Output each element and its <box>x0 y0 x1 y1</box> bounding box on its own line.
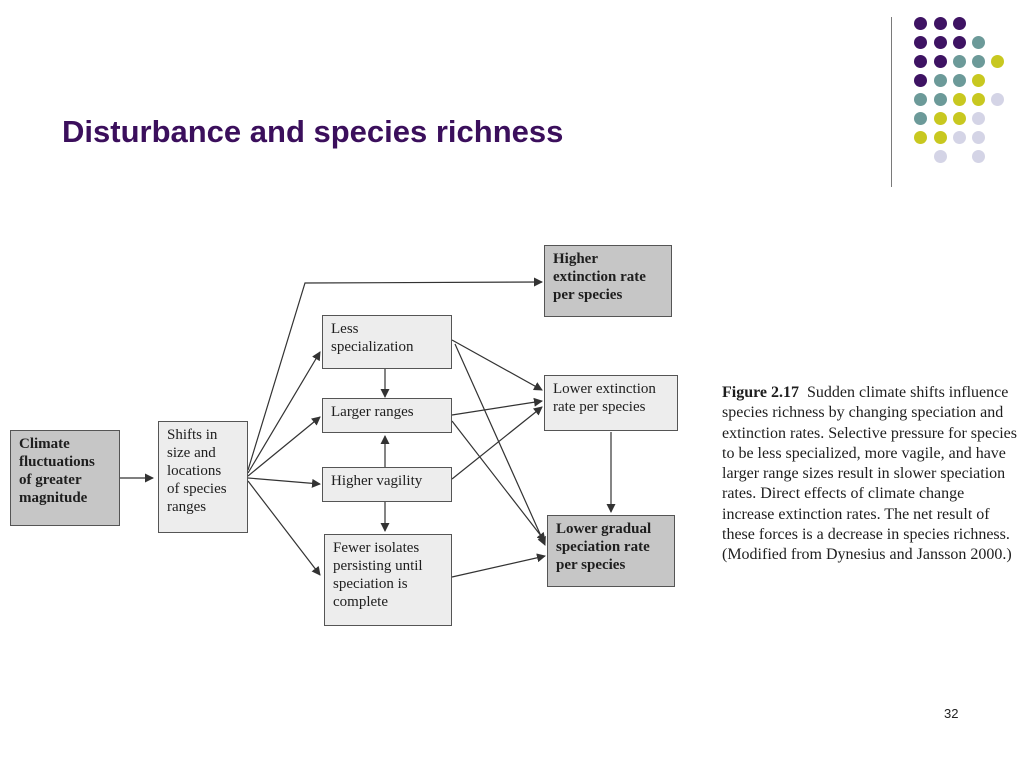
arrow <box>247 416 321 477</box>
deco-dot <box>972 112 985 125</box>
node-fewer-isolates: Fewer isolates persisting until speciati… <box>324 534 452 626</box>
deco-dot <box>934 131 947 144</box>
deco-dot <box>934 150 947 163</box>
caption-label: Figure 2.17 <box>722 384 800 401</box>
deco-dot <box>934 112 947 125</box>
node-lower-extinction-rate: Lower extinction rate per species <box>544 375 678 431</box>
deco-dot <box>934 17 947 30</box>
deco-dot <box>953 55 966 68</box>
arrow <box>247 477 321 488</box>
caption-text: Sudden climate shifts influence species … <box>722 384 1017 564</box>
arrow <box>247 480 321 576</box>
deco-dot <box>953 17 966 30</box>
node-larger-ranges: Larger ranges <box>322 398 452 433</box>
arrow <box>451 406 543 480</box>
deco-dot <box>914 131 927 144</box>
deco-dot <box>934 74 947 87</box>
node-shifts-in-ranges: Shifts in size and locations of species … <box>158 421 248 533</box>
deco-dot <box>953 131 966 144</box>
figure-caption: Figure 2.17 Sudden climate shifts influe… <box>722 383 1018 566</box>
arrow <box>454 343 546 546</box>
deco-dot <box>914 36 927 49</box>
arrow <box>247 277 543 471</box>
deco-dot <box>953 36 966 49</box>
deco-dot <box>914 55 927 68</box>
arrow <box>247 351 321 474</box>
deco-dot <box>934 36 947 49</box>
slide-number: 32 <box>944 706 959 721</box>
node-higher-vagility: Higher vagility <box>322 467 452 502</box>
deco-dot <box>972 131 985 144</box>
arrow-layer <box>120 277 616 578</box>
deco-dot <box>972 150 985 163</box>
deco-dot <box>953 93 966 106</box>
node-less-specialization: Less specialization <box>322 315 452 369</box>
flow-diagram: Climate fluctuations of greater magnitud… <box>0 225 1024 645</box>
arrow <box>451 553 546 578</box>
deco-dot <box>972 55 985 68</box>
arrow <box>451 397 543 416</box>
deco-dot <box>953 112 966 125</box>
deco-dot <box>934 93 947 106</box>
deco-dot <box>953 74 966 87</box>
deco-dot <box>914 112 927 125</box>
deco-dot <box>972 93 985 106</box>
arrow <box>451 339 543 391</box>
deco-dot <box>991 55 1004 68</box>
deco-dot <box>914 17 927 30</box>
deco-dot <box>991 93 1004 106</box>
slide-title: Disturbance and species richness <box>62 114 564 149</box>
deco-dot <box>972 74 985 87</box>
node-climate-fluctuations: Climate fluctuations of greater magnitud… <box>10 430 120 526</box>
deco-dot <box>914 93 927 106</box>
deco-dot <box>934 55 947 68</box>
decorative-dot-grid <box>904 10 1014 170</box>
deco-dot <box>972 36 985 49</box>
title-divider <box>891 17 892 187</box>
deco-dot <box>914 74 927 87</box>
arrow <box>451 420 546 542</box>
node-lower-speciation-rate: Lower gradual speciation rate per specie… <box>547 515 675 587</box>
node-higher-extinction-rate: Higher extinction rate per species <box>544 245 672 317</box>
